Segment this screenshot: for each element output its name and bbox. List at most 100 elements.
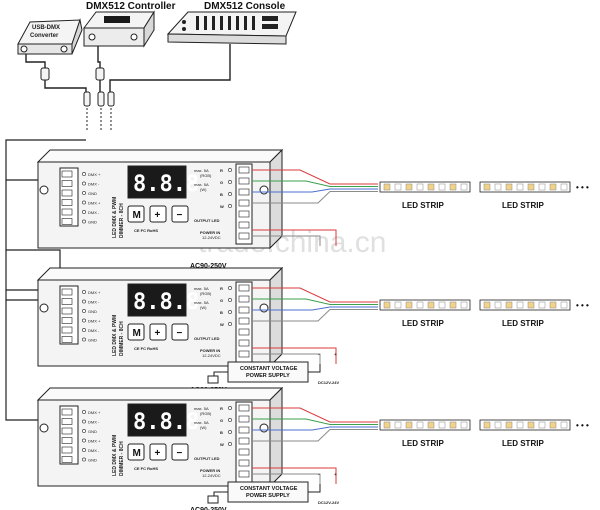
output-wire (252, 306, 378, 311)
psu-label-2: POWER SUPPLY (246, 373, 290, 379)
led-strip-label: LED STRIP (502, 201, 544, 210)
output-channel-label: G (220, 180, 223, 185)
dc-label: DC12V-24V (318, 500, 339, 505)
psu-wire (308, 364, 321, 373)
port-dot (228, 310, 232, 314)
led-chip (383, 421, 391, 429)
dimmer-top-face (36, 387, 284, 401)
led-chip (460, 421, 468, 429)
power-in-label: POWER IN (200, 468, 220, 473)
port-dot (82, 191, 86, 195)
terminal-screw (61, 189, 73, 197)
terminal-screw (61, 317, 73, 324)
terminal-screw (61, 288, 73, 296)
led-chip (438, 301, 446, 309)
dmx512-controller-icon (83, 10, 155, 48)
terminal-screw (238, 470, 250, 478)
screw-hole (39, 303, 49, 313)
output-wire (252, 191, 378, 204)
terminal-screw (238, 210, 250, 218)
port-dot (82, 172, 86, 176)
dimmer-button-label: + (155, 328, 161, 339)
output-channel-label: W (220, 204, 224, 209)
power-wire-neg (252, 353, 321, 364)
led-strip (379, 419, 471, 431)
led-chip (549, 421, 557, 429)
usb-dmx-label-2: Converter (30, 33, 59, 39)
led-chip (449, 421, 457, 429)
led-chip (405, 301, 413, 309)
output-channel-label: R (220, 168, 223, 173)
max-rgb: (RGB) (200, 173, 212, 178)
led-chip (560, 421, 568, 429)
port-dot (82, 419, 86, 424)
port-dot (82, 410, 86, 414)
output-channel-label: B (220, 430, 223, 435)
port-dot (82, 328, 86, 332)
power-wire-pos (252, 347, 337, 364)
led-chip (405, 421, 413, 429)
dimmer-button-label: M (133, 210, 141, 221)
terminal-screw (61, 180, 73, 187)
dimmer-name-line2: DIMMER - 8CH (119, 321, 125, 356)
port-dot (82, 318, 86, 323)
led-strip (479, 181, 571, 193)
input-port-label: DMX - (88, 448, 100, 453)
led-strip (379, 299, 471, 311)
dimmer-button-label: + (155, 210, 161, 221)
port-dot (82, 181, 86, 186)
led-chip (560, 301, 568, 309)
dimmer-button-label: M (133, 448, 141, 459)
input-port-label: DMX - (88, 181, 100, 186)
led-chip (549, 183, 557, 191)
terminal-screw (61, 408, 73, 416)
output-wire (252, 180, 378, 187)
terminal-screw (61, 170, 73, 178)
screw-hole (259, 423, 269, 433)
dimmer-side-face (269, 148, 283, 250)
power-wire-pos (252, 229, 337, 246)
terminal-screw (238, 339, 250, 347)
input-port-label: GND (88, 309, 97, 314)
terminal-screw (61, 326, 73, 334)
led-chip (416, 301, 424, 309)
led-chip (538, 301, 546, 309)
terminal-screw (238, 328, 250, 336)
led-chip (516, 183, 524, 191)
port-dot (82, 290, 86, 294)
output-channel-label: B (220, 192, 223, 197)
output-led-label: OUTPUT LED (194, 218, 220, 223)
port-dot (82, 210, 86, 214)
max-w: (W) (200, 425, 207, 430)
output-channel-label: G (220, 418, 223, 423)
display-value: 8.8.8 (133, 410, 199, 435)
led-chip (438, 183, 446, 191)
dimmer-name-line2: DIMMER - 8CH (119, 203, 125, 238)
output-wire (252, 429, 378, 442)
ac-label: AC90-250V (190, 507, 227, 510)
output-wire (252, 309, 378, 322)
terminal-screw (238, 232, 250, 240)
led-strip (379, 181, 471, 193)
led-strip-label: LED STRIP (502, 439, 544, 448)
dimmer-button (127, 205, 145, 223)
led-chip (394, 301, 402, 309)
psu-label-2: POWER SUPPLY (246, 493, 290, 499)
max-label-w: max. 5A (194, 182, 209, 187)
dc-label: DC12V-24V (318, 380, 339, 385)
max-rgb: (RGB) (200, 291, 212, 296)
led-strip-label: LED STRIP (402, 439, 444, 448)
input-port-label: GND (88, 219, 97, 224)
port-dot (82, 219, 86, 224)
led-chip (394, 421, 402, 429)
terminal-screw (61, 446, 73, 454)
led-chip (505, 301, 513, 309)
led-strip-label: LED STRIP (402, 319, 444, 328)
dimmer-button (149, 443, 167, 461)
port-dot (82, 448, 86, 452)
psu-label-1: CONSTANT VOLTAGE (240, 366, 298, 372)
led-chip (460, 183, 468, 191)
terminal-screw (61, 456, 73, 463)
output-wire (252, 298, 378, 305)
